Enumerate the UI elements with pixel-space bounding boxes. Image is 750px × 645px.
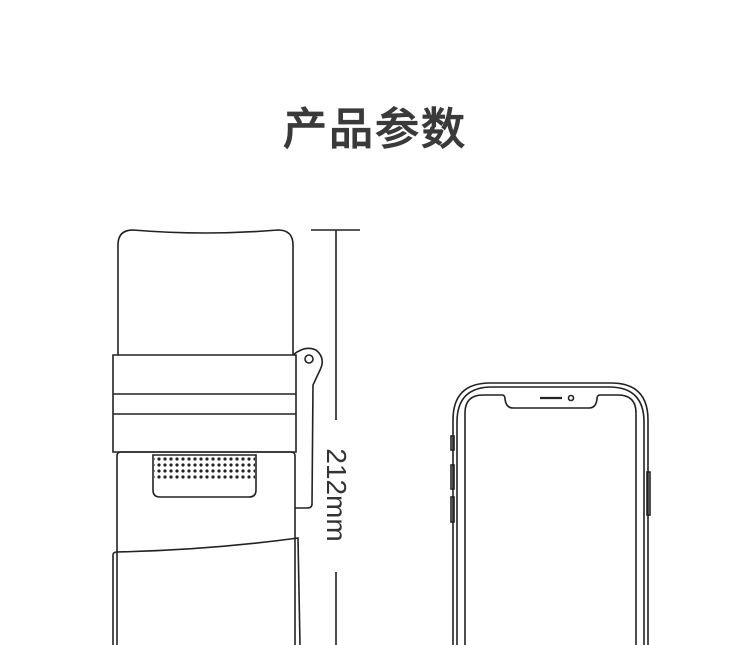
camera-icon bbox=[567, 394, 575, 402]
mic-grille bbox=[152, 454, 257, 498]
volume-up-button bbox=[450, 464, 455, 490]
phone-frame-inner bbox=[456, 386, 645, 645]
dimension-line bbox=[311, 229, 360, 645]
device-outline bbox=[112, 229, 324, 645]
page-title: 产品参数 bbox=[283, 104, 467, 155]
device-sleeve bbox=[112, 537, 301, 645]
phone-screen bbox=[464, 394, 637, 645]
phone-frame-outer bbox=[452, 382, 649, 645]
mute-button bbox=[450, 435, 455, 451]
device-top-cap bbox=[117, 229, 294, 355]
device-body bbox=[116, 451, 296, 645]
volume-down-button bbox=[450, 496, 455, 523]
power-button bbox=[646, 471, 651, 516]
grille-dots bbox=[154, 456, 255, 481]
clip-hole bbox=[304, 354, 314, 364]
clip bbox=[292, 347, 324, 509]
device-band bbox=[112, 354, 297, 453]
height-dimension-label: 212mm bbox=[321, 448, 352, 542]
phone-outline bbox=[450, 382, 651, 645]
